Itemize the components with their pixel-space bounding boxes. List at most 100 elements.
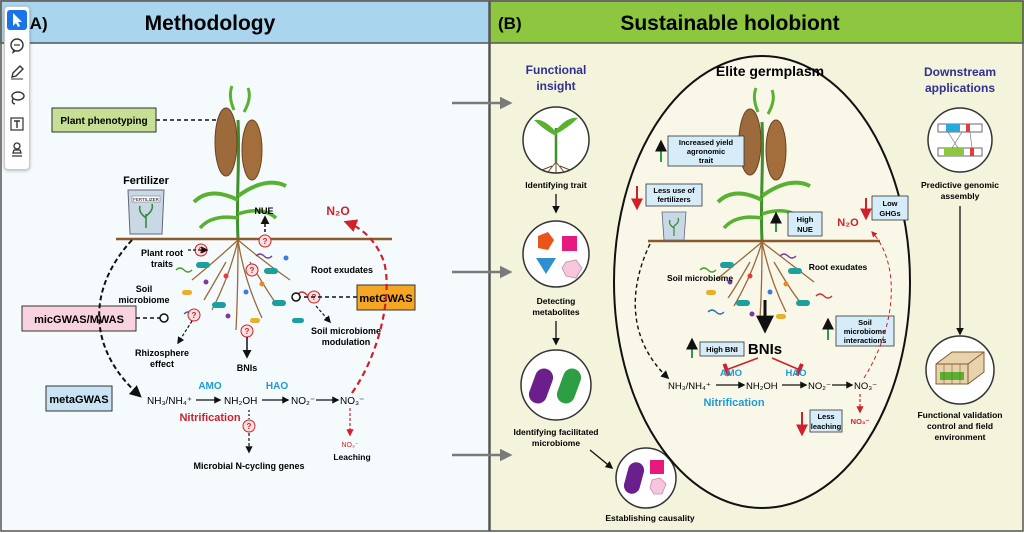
plant-root-traits-label-1: Plant root xyxy=(141,248,183,258)
pointer-icon xyxy=(13,13,22,27)
rhizosphere-arrow xyxy=(177,320,193,345)
stamp-icon xyxy=(12,142,22,157)
detecting-metabolites-label-2: metabolites xyxy=(532,307,580,317)
q-mark: ? xyxy=(250,266,255,275)
modulation-arrow xyxy=(315,305,331,324)
panel-right-title: Sustainable holobiont xyxy=(620,12,839,35)
n2o-right-emission-arrow xyxy=(863,231,892,379)
microbe-capsules-icon xyxy=(528,368,582,404)
less-fertilizer-label-2: fertilizers xyxy=(657,195,690,204)
no3-label: NO₃⁻ xyxy=(340,396,364,407)
leaching-label: Leaching xyxy=(333,452,370,462)
fertilizer-bag-text: FERTILIZER xyxy=(133,197,159,202)
bnis-right-label: BNIs xyxy=(748,341,782,358)
micgwas-label: micGWAS/MWAS xyxy=(34,314,124,326)
pointer-tool[interactable] xyxy=(7,10,27,30)
fertilizer-bag-small-icon xyxy=(661,211,687,241)
amo-right-label: AMO xyxy=(720,368,742,379)
bnis-label: BNIs xyxy=(237,363,258,373)
maize-plant-right-icon xyxy=(716,87,811,241)
q-mark: ? xyxy=(199,246,204,255)
greenhouse-icon xyxy=(935,351,985,385)
genomic-circle xyxy=(927,107,993,173)
elite-germplasm-title: Elite germplasm xyxy=(716,63,824,79)
microbiome-circle xyxy=(520,349,592,421)
microbiome-to-causality-arrow xyxy=(589,449,614,469)
comment-tool[interactable] xyxy=(7,36,27,56)
nh3-right-label: NH₃/NH₄⁺ xyxy=(668,381,711,392)
micgwas-box xyxy=(21,305,137,332)
increased-yield-label-3: trait xyxy=(699,156,714,165)
q-mark: ? xyxy=(247,422,252,431)
stamp-tool[interactable] xyxy=(7,140,27,160)
maize-plant-icon xyxy=(192,85,287,239)
functional-insight-title-1: Functional xyxy=(526,63,587,77)
detecting-metabolites-label-1: Detecting xyxy=(537,296,576,306)
downstream-title-2: applications xyxy=(925,81,995,95)
metagwas-label: metaGWAS xyxy=(49,394,108,406)
plant-phenotyping-label: Plant phenotyping xyxy=(60,116,147,127)
fertilizer-bag-icon xyxy=(127,189,165,235)
high-bni-label: High BNI xyxy=(706,345,738,354)
functional-insight-title-2: insight xyxy=(536,79,575,93)
identifying-microbiome-label-2: microbiome xyxy=(532,438,580,448)
rhizosphere-effect-label-1: Rhizosphere xyxy=(135,348,189,358)
pen-icon xyxy=(11,65,24,80)
soil-microbiome-right-label: Soil microbiome xyxy=(667,273,733,283)
causality-shapes-icon xyxy=(623,460,667,495)
bni-inhibit-hao xyxy=(771,357,804,377)
panel-left-title: Methodology xyxy=(145,12,276,35)
annotation-toolbar xyxy=(4,6,30,170)
amo-label: AMO xyxy=(198,381,222,392)
no2-right-label: NO₂⁻ xyxy=(808,381,831,392)
fertilizer-label: Fertilizer xyxy=(123,175,170,187)
q-mark: ? xyxy=(263,237,268,246)
soil-microbiome-label-1: Soil xyxy=(136,284,153,294)
soil-interactions-label-1: Soil xyxy=(858,318,872,327)
nue-label: NUE xyxy=(254,206,273,216)
soil-to-ammonium-right-arrow xyxy=(634,243,670,380)
low-ghgs-box xyxy=(871,195,909,221)
high-nue-box xyxy=(787,211,823,237)
microbe-cluster-left xyxy=(175,253,315,323)
no3-leach-label: NO₃⁻ xyxy=(341,442,358,449)
soil-microbiome-label-2: microbiome xyxy=(118,295,169,305)
no2-label: NO₂⁻ xyxy=(291,396,315,407)
less-fertilizer-label-1: Less use of xyxy=(653,186,695,195)
n2o-label: N₂O xyxy=(326,204,349,218)
high-bni-box xyxy=(699,341,745,357)
q-mark: ? xyxy=(245,327,250,336)
metagwas-box xyxy=(45,385,113,412)
establishing-causality-label: Establishing causality xyxy=(605,513,695,523)
n2o-emission-arrow xyxy=(343,219,388,394)
comment-icon xyxy=(10,38,24,54)
less-fertilizer-box xyxy=(645,183,703,207)
panel-right-header xyxy=(489,0,1024,44)
high-nue-label-1: High xyxy=(797,215,814,224)
increased-yield-label-1: Increased yield xyxy=(679,138,734,147)
hao-label: HAO xyxy=(266,381,288,392)
less-leaching-label-2: leaching xyxy=(811,422,842,431)
text-box-icon xyxy=(10,117,24,131)
validation-label-3: environment xyxy=(934,432,985,442)
low-ghgs-label-2: GHGs xyxy=(879,209,900,218)
nitrification-right-label: Nitrification xyxy=(703,397,764,409)
soil-interactions-box xyxy=(835,315,895,347)
soil-interactions-label-3: interactions xyxy=(844,336,887,345)
lasso-icon xyxy=(11,91,25,105)
no3-leach-right-label: NO₃⁻ xyxy=(851,417,870,426)
soil-microbiome-modulation-1: Soil microbiome xyxy=(311,326,381,336)
increased-yield-box xyxy=(667,135,745,167)
rhizosphere-effect-label-2: effect xyxy=(150,359,174,369)
microbe-cluster-right xyxy=(699,253,833,319)
soil-microbiome-modulation-2: modulation xyxy=(322,337,371,347)
nh2oh-label: NH₂OH xyxy=(224,396,257,407)
panel-right-label: (B) xyxy=(498,14,522,33)
pen-tool[interactable] xyxy=(7,62,27,82)
root-exudates-label: Root exudates xyxy=(311,265,373,275)
lasso-tool[interactable] xyxy=(7,88,27,108)
identifying-microbiome-label-1: Identifying facilitated xyxy=(513,427,598,437)
text-box-tool[interactable] xyxy=(7,114,27,134)
predictive-label-1: Predictive genomic xyxy=(921,180,999,190)
fertilizer-to-ammonium-arrow xyxy=(98,239,142,398)
